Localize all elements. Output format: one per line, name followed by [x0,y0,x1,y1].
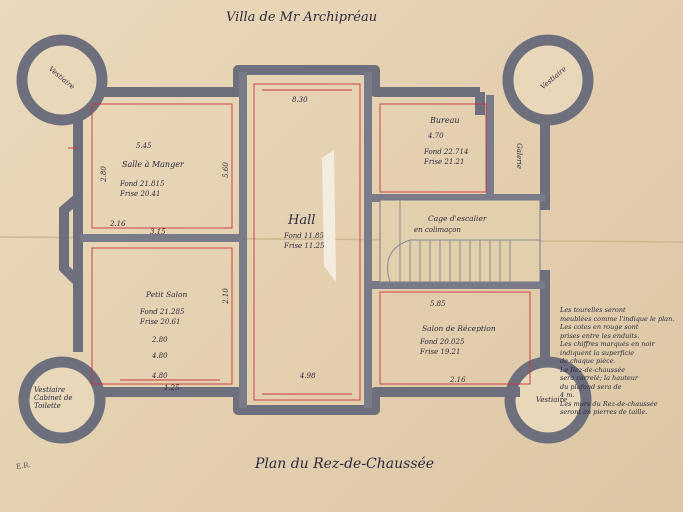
plan-title: Plan du Rez-de-Chaussée [255,456,435,472]
hall-dim-top: 8.30 [292,96,308,104]
note-line: Les chiffres marqués en noir [560,340,655,348]
hall-frise: Frise 11.25 [284,242,325,250]
bureau-frise: Frise 21.21 [424,158,465,166]
room-label-salon: Salon de Réception [422,324,496,333]
note-line: Les cotes en rouge sont [560,323,639,331]
salle-manger-frise: Frise 20.41 [120,190,161,198]
paper-tear [322,150,336,282]
salle-manger-fond: Fond 21.815 [120,180,165,188]
note-line: 4 m. [560,391,575,399]
petit-salon-dim: 2.80 [152,336,168,344]
interior-walls [80,72,545,408]
staircase [379,199,541,283]
petit-salon-frise: Frise 20.61 [140,318,181,326]
dim-d6: 2.80 [99,166,108,182]
note-line: prises entre les enduits. [560,331,640,340]
notes-block: Les tourelles seront meublées comme l'in… [560,306,678,417]
room-label-bureau: Bureau [430,116,460,125]
salon-fond: Fond 20.025 [420,338,465,346]
dim-d8: 2.16 [450,376,466,384]
tower-se [504,356,592,444]
dim-d1: 3.15 [150,228,166,236]
room-label-salle-manger: Salle à Manger [122,160,184,169]
salle-manger-dim: 5.45 [136,142,152,150]
room-label-hall: Hall [288,213,316,228]
dim-d2: 2.16 [110,220,126,228]
bay-window [59,194,82,286]
note-line: Les tourelles seront [560,306,626,314]
dim-d7: 1.25 [164,384,180,392]
note-line: Les murs du Rez-de-chaussée [560,399,658,408]
note-line: sera carrelé; la hauteur [560,374,639,382]
note-line: meublées comme l'indique le plan. [560,314,675,323]
petit-salon-fond: Fond 21.285 [140,308,185,316]
room-label-sejour-dim: 4.80 [152,352,168,360]
dim-d4: 2.10 [221,288,230,304]
outer-walls [73,65,550,415]
escalier-sub: en colimaçon [414,226,461,234]
note-line: indiquent la superficie [560,348,635,357]
note-line: seront en pierres de taille. [560,408,648,416]
note-line: du plafond sera de [560,382,622,391]
note-line: Le Rez-de-chaussée [560,365,626,374]
room-label-petit-salon: Petit Salon [146,290,188,299]
salon-dim: 5.85 [430,300,446,308]
tower-sw [18,356,106,444]
dim-d5: 4.80 [152,372,168,380]
note-line: de chaque pièce. [560,357,616,365]
bureau-fond: Fond 22.714 [424,148,469,156]
bureau-dim: 4.70 [428,132,444,140]
room-label-galerie: Galerie [514,143,523,169]
salon-frise: Frise 19.21 [420,348,461,356]
tower-nw [16,34,108,126]
tower-se-label: Vestiaire [536,396,568,404]
document-title: Villa de Mr Archipréau [226,10,378,25]
dimension-lines [68,83,531,401]
tower-sw-label: Vestiaire Cabinet de Toilette [34,386,73,410]
hall-fond: Fond 11.85 [284,232,324,240]
dim-d3: 5.60 [221,162,230,178]
room-label-escalier: Cage d'escalier [428,214,487,223]
hall-dim-bottom: 4.98 [300,372,316,380]
